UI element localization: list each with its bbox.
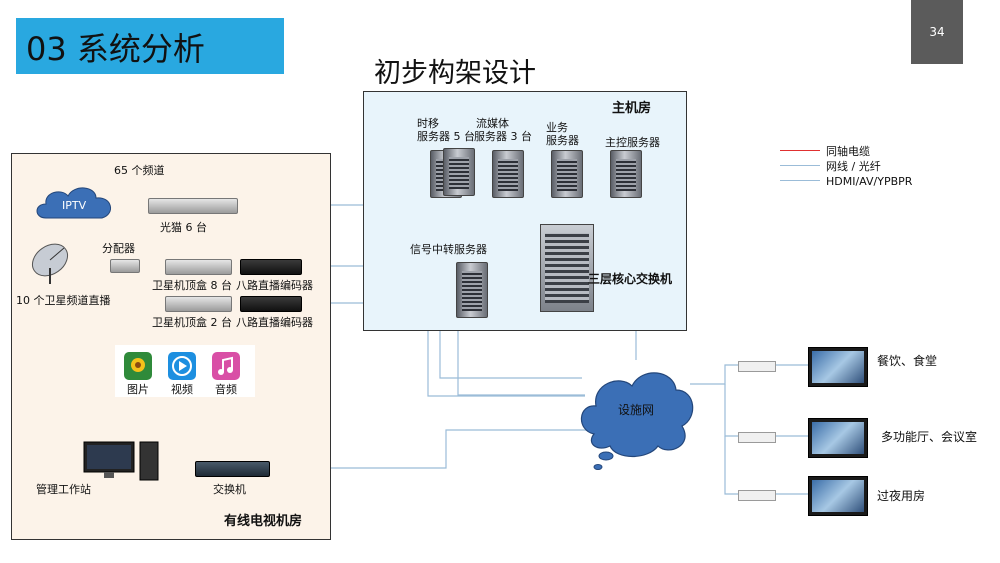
dest-3-label: 过夜用房 (877, 489, 926, 503)
legend-fiber-line (780, 165, 820, 166)
switch-device (195, 461, 270, 477)
dest-3-tv (808, 476, 868, 516)
dest-2-label: 多功能厅、会议室 (881, 430, 978, 444)
master-server (610, 150, 642, 198)
dest-1-label: 餐饮、食堂 (877, 354, 938, 368)
stb-8-label: 卫星机顶盒 8 台 (152, 279, 232, 292)
legend-coax-label: 同轴电缆 (826, 145, 870, 158)
audio-icon (212, 352, 240, 380)
optical-modem-label: 光猫 6 台 (160, 221, 207, 234)
timeshift-server-line2: 服务器 5 台 (417, 130, 475, 143)
core-switch-label: 三层核心交换机 (588, 272, 673, 286)
optical-modem-device (148, 198, 238, 214)
link-dest-2 (724, 384, 738, 437)
iptv-cloud-icon (36, 187, 111, 219)
satellite-dish-icon (31, 243, 69, 284)
streaming-server (492, 150, 524, 198)
master-server-label: 主控服务器 (605, 136, 660, 149)
section-title: 03 系统分析 (26, 30, 205, 68)
main-room-box (363, 91, 687, 331)
business-server-line2: 服务器 (546, 134, 579, 147)
encoder-1-device (240, 259, 302, 275)
audio-label: 音频 (215, 383, 237, 396)
timeshift-server-b (443, 148, 475, 196)
page-number: 34 (911, 0, 963, 64)
relay-server-label: 信号中转服务器 (410, 243, 487, 256)
stb-2-label: 卫星机顶盒 2 台 (152, 316, 232, 329)
splitter-label: 分配器 (102, 242, 135, 255)
cable-tv-room-label: 有线电视机房 (224, 514, 303, 529)
section-header: 03 系统分析 (16, 18, 284, 74)
page-title: 初步构架设计 (374, 58, 536, 89)
dest-2-stb (738, 432, 776, 443)
dest-2-tv (808, 418, 868, 458)
legend-coax-line (780, 150, 820, 151)
picture-label: 图片 (127, 383, 149, 396)
encoder-2-label: 八路直播编码器 (236, 316, 313, 329)
timeshift-server-line1: 时移 (417, 117, 439, 130)
link-dest-1 (690, 364, 738, 385)
channels-65-label: 65 个频道 (114, 164, 165, 177)
dest-1-stb (738, 361, 776, 372)
workstation-icon (83, 441, 159, 481)
satellite-channels-label: 10 个卫星频道直播 (16, 294, 111, 307)
main-room-label: 主机房 (612, 101, 652, 116)
network-cloud-label: 设施网 (618, 403, 655, 417)
splitter-device (110, 259, 140, 273)
dest-3-stb (738, 490, 776, 501)
encoder-2-device (240, 296, 302, 312)
network-cloud-icon (580, 372, 694, 470)
streaming-server-line1: 流媒体 (476, 117, 509, 130)
dest-1-tv (808, 347, 868, 387)
business-server (551, 150, 583, 198)
legend-fiber-label: 网线 / 光纤 (826, 160, 881, 173)
streaming-server-line2: 服务器 3 台 (474, 130, 532, 143)
workstation-label: 管理工作站 (36, 483, 91, 496)
core-switch-device (540, 224, 594, 312)
picture-icon (124, 352, 152, 380)
iptv-label: IPTV (62, 199, 87, 212)
legend-hdmi-label: HDMI/AV/YPBPR (826, 175, 913, 188)
legend-hdmi-line (780, 180, 820, 181)
video-icon (168, 352, 196, 380)
fiber-link-switch (268, 429, 595, 469)
encoder-1-label: 八路直播编码器 (236, 279, 313, 292)
business-server-line1: 业务 (546, 121, 568, 134)
link-dest-3 (724, 436, 738, 495)
switch-label: 交换机 (213, 483, 246, 496)
relay-server (456, 262, 488, 318)
stb-8-device (165, 259, 232, 275)
video-label: 视频 (171, 383, 193, 396)
stb-2-device (165, 296, 232, 312)
